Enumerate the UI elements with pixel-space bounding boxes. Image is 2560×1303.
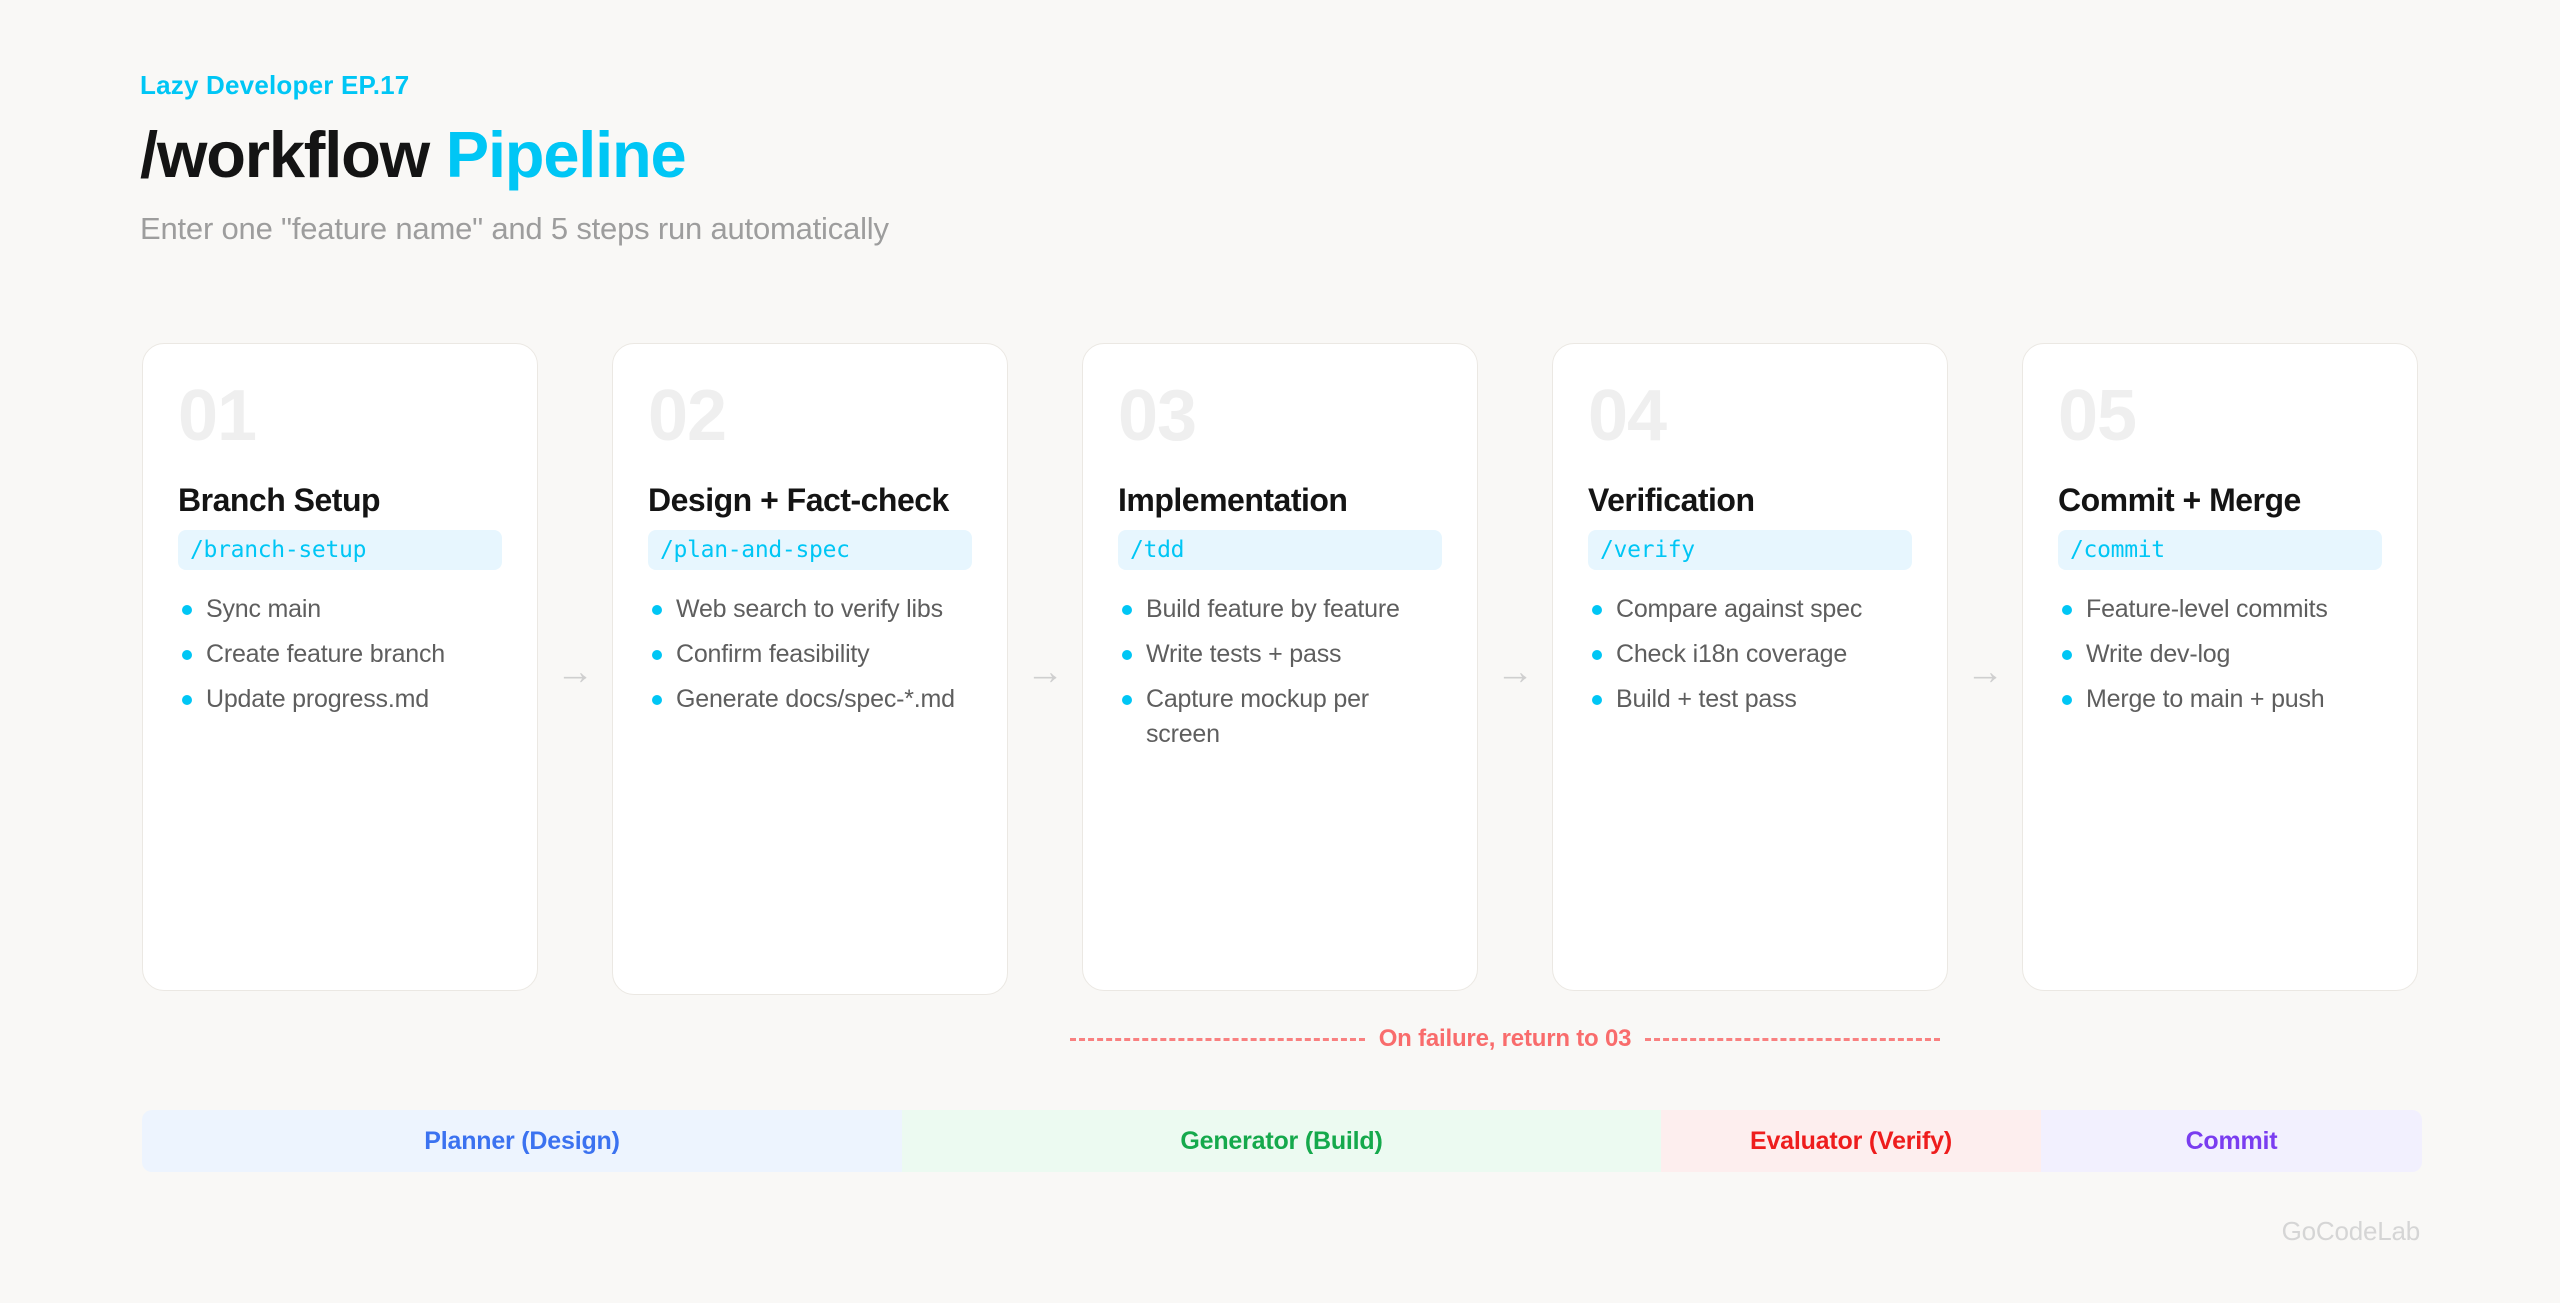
arrow-right-icon: → [1026,651,1064,693]
arrow-right-icon: → [1966,651,2004,693]
step-number: 02 [648,376,727,456]
list-item: Compare against spec [1588,592,1912,627]
list-item: Generate docs/spec-*.md [648,682,972,717]
list-item: Web search to verify libs [648,592,972,627]
episode-eyebrow: Lazy Developer EP.17 [140,70,410,100]
list-item: Sync main [178,592,502,627]
step-command-badge: /tdd [1118,529,1442,570]
step-command-badge: /commit [2058,529,2382,570]
step-title: Verification [1588,482,1755,518]
step-number: 05 [2058,376,2137,456]
step-command-badge: /plan-and-spec [648,529,972,570]
page-subtitle: Enter one "feature name" and 5 steps run… [140,210,889,246]
step-card-02: 02 Design + Fact-check /plan-and-spec We… [612,343,1008,995]
dashed-line-left [1070,1037,1365,1041]
list-item: Build feature by feature [1118,592,1442,627]
list-item: Build + test pass [1588,682,1912,717]
failure-loop-indicator: On failure, return to 03 [1070,1025,1940,1053]
arrow-right-icon: → [1496,651,1534,693]
step-bullet-list: Web search to verify libs Confirm feasib… [648,592,972,717]
pipeline-steps: 01 Branch Setup /branch-setup Sync main … [142,343,2422,995]
dashed-line-right [1645,1037,1940,1041]
role-segment-commit: Commit [2041,1110,2422,1172]
step-bullet-list: Feature-level commits Write dev-log Merg… [2058,592,2382,717]
list-item: Check i18n coverage [1588,637,1912,672]
step-title: Branch Setup [178,482,381,518]
list-item: Merge to main + push [2058,682,2382,717]
header: Lazy Developer EP.17 /workflow Pipeline … [140,70,2140,249]
list-item: Capture mockup per screen [1118,682,1442,752]
role-segment-evaluator: Evaluator (Verify) [1661,1110,2041,1172]
list-item: Confirm feasibility [648,637,972,672]
list-item: Feature-level commits [2058,592,2382,627]
list-item: Write dev-log [2058,637,2382,672]
step-title: Design + Fact-check [648,482,949,518]
arrow-right-icon: → [556,651,594,693]
step-bullet-list: Sync main Create feature branch Update p… [178,592,502,717]
page-title-accent: Pipeline [445,118,687,192]
page-title: /workflow Pipeline [140,118,2140,192]
brand-footer: GoCodeLab [2281,1216,2421,1246]
step-title: Implementation [1118,482,1348,518]
role-bar: Planner (Design) Generator (Build) Evalu… [142,1110,2422,1172]
step-command-badge: /verify [1588,529,1912,570]
step-command-badge: /branch-setup [178,529,502,570]
list-item: Create feature branch [178,637,502,672]
step-card-04: 04 Verification /verify Compare against … [1552,343,1948,991]
list-item: Write tests + pass [1118,637,1442,672]
step-number: 04 [1588,376,1667,456]
list-item: Update progress.md [178,682,502,717]
page-title-command: /workflow [140,118,430,192]
role-segment-planner: Planner (Design) [142,1110,902,1172]
step-bullet-list: Build feature by feature Write tests + p… [1118,592,1442,752]
step-card-05: 05 Commit + Merge /commit Feature-level … [2022,343,2418,991]
failure-loop-label: On failure, return to 03 [1378,1025,1632,1052]
step-card-01: 01 Branch Setup /branch-setup Sync main … [142,343,538,991]
step-number: 01 [178,376,257,456]
step-bullet-list: Compare against spec Check i18n coverage… [1588,592,1912,717]
step-number: 03 [1118,376,1197,456]
step-card-03: 03 Implementation /tdd Build feature by … [1082,343,1478,991]
role-segment-generator: Generator (Build) [902,1110,1661,1172]
step-title: Commit + Merge [2058,482,2301,518]
